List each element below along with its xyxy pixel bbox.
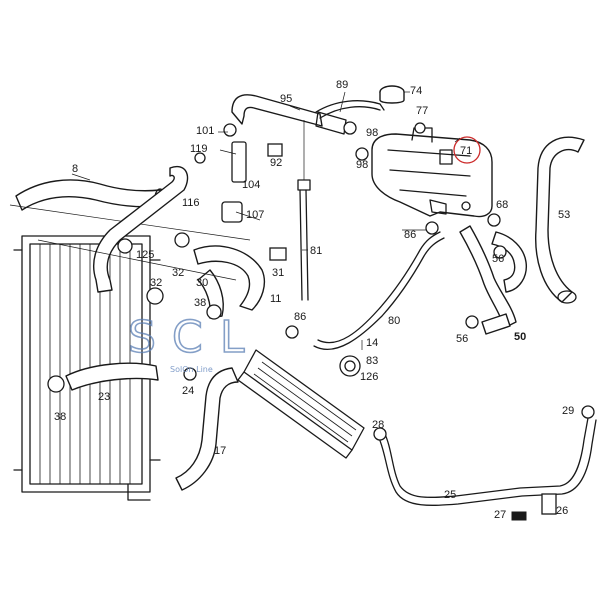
callout-32b: 32 — [150, 277, 162, 289]
callout-77: 77 — [416, 105, 428, 117]
callout-81: 81 — [310, 245, 322, 257]
callout-30: 30 — [196, 277, 208, 289]
callout-68: 68 — [496, 199, 508, 211]
callout-80: 80 — [388, 315, 400, 327]
callout-74: 74 — [410, 85, 422, 97]
callout-53: 53 — [558, 209, 570, 221]
clamps — [47, 121, 595, 521]
hose-17 — [175, 367, 239, 491]
callout-14: 14 — [366, 337, 378, 349]
expansion-tank — [371, 85, 493, 218]
callout-125: 125 — [136, 249, 154, 261]
hose-23 — [65, 362, 159, 391]
hose-56-50 — [459, 225, 527, 335]
oil-cooler — [237, 349, 365, 459]
callout-31: 31 — [272, 267, 284, 279]
callout-107: 107 — [246, 209, 264, 221]
watermark: S C L SolOn Line — [127, 311, 246, 374]
callout-101: 101 — [196, 125, 214, 137]
callout-126: 126 — [360, 371, 378, 383]
hose-89 — [315, 100, 385, 119]
callout-labels: 8 95 89 74 77 101 119 92 98 98 71 104 11… — [54, 79, 574, 521]
callout-50: 50 — [514, 331, 526, 343]
callout-29: 29 — [562, 405, 574, 417]
callout-8: 8 — [72, 163, 78, 175]
callout-38b: 38 — [54, 411, 66, 423]
callout-92: 92 — [270, 157, 282, 169]
callout-116: 116 — [182, 197, 200, 209]
tube-81 — [297, 120, 311, 301]
callout-86b: 86 — [294, 311, 306, 323]
callout-56b: 56 — [456, 333, 468, 345]
callout-56a: 56 — [492, 253, 504, 265]
leader-lines — [37, 91, 461, 350]
callout-83: 83 — [366, 355, 378, 367]
hose-80 — [313, 231, 445, 351]
hose-95 — [231, 94, 347, 135]
callout-104: 104 — [242, 179, 260, 191]
callout-17: 17 — [214, 445, 226, 457]
watermark-letter-l: L — [220, 312, 245, 363]
callout-26: 26 — [556, 505, 568, 517]
callout-89: 89 — [336, 79, 348, 91]
callout-98a: 98 — [366, 127, 378, 139]
callout-24: 24 — [182, 385, 194, 397]
callout-28: 28 — [372, 419, 384, 431]
highlight-circle — [453, 136, 481, 164]
pipe-25 — [377, 417, 597, 506]
callout-23: 23 — [98, 391, 110, 403]
callout-11: 11 — [270, 293, 281, 305]
callout-98b: 98 — [356, 159, 368, 171]
callout-95: 95 — [280, 93, 292, 105]
watermark-letter-s: S — [128, 312, 156, 363]
hose-116 — [92, 165, 189, 293]
callout-38a: 38 — [194, 297, 206, 309]
watermark-tagline: SolOn Line — [170, 365, 213, 374]
callout-27: 27 — [494, 509, 506, 521]
callout-86a: 86 — [404, 229, 416, 241]
callout-119: 119 — [190, 143, 208, 155]
callout-71: 71 — [460, 145, 472, 157]
callout-25: 25 — [444, 489, 456, 501]
callout-32a: 32 — [172, 267, 184, 279]
hose-53 — [535, 136, 585, 304]
watermark-letter-c: C — [172, 312, 203, 363]
